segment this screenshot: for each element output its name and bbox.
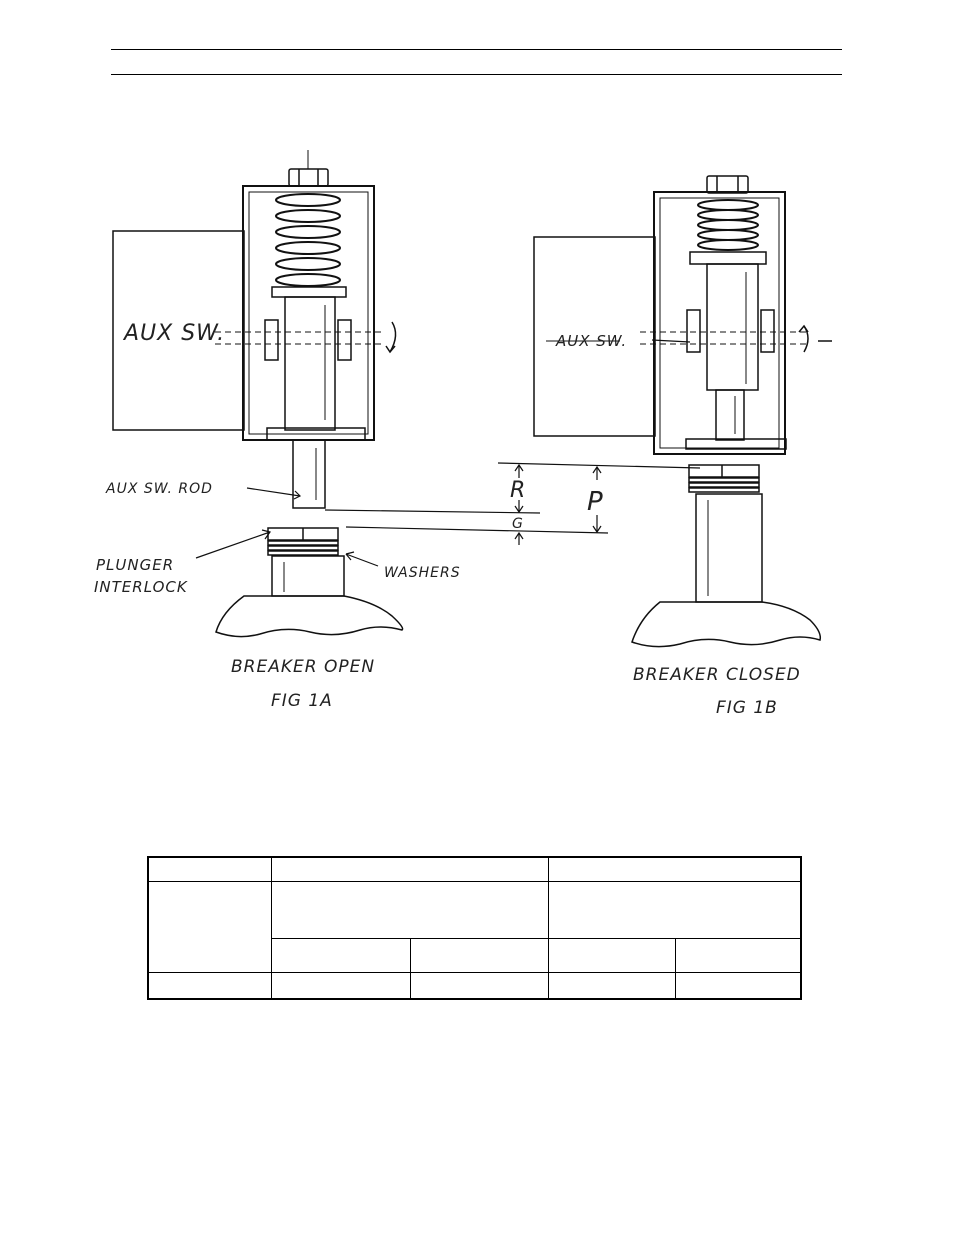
caption-1b-line1: BREAKER CLOSED <box>633 665 801 685</box>
table-cell <box>147 971 272 1000</box>
dimension-g-label: G <box>512 516 524 532</box>
table-cell <box>547 937 676 973</box>
washers-label: WASHERS <box>384 565 461 581</box>
table-cell <box>270 937 411 973</box>
fig-1b-aux-switch-left <box>686 309 701 353</box>
dimension-p-label: P <box>587 487 604 517</box>
fig-1b-top-nut <box>706 175 749 194</box>
dimension-lines <box>324 462 701 545</box>
table-row <box>147 971 802 1000</box>
fig-1a-housing <box>242 185 375 441</box>
fig-1a-top-nut <box>288 168 329 187</box>
fig-1a-aux-switch-right <box>337 319 352 361</box>
table-cell <box>547 880 802 939</box>
table-cell <box>147 880 272 973</box>
header-rule-bottom <box>111 74 842 75</box>
table-cell <box>270 971 411 1000</box>
caption-1a-line2: FIG 1A <box>271 691 333 711</box>
fig-1b-housing <box>653 191 786 455</box>
fig-1b-base <box>631 601 822 648</box>
fig-1b-plunger <box>706 263 759 391</box>
caption-1a-line1: BREAKER OPEN <box>231 657 375 677</box>
fig-1a-base <box>215 595 404 638</box>
fig-1b-assembly <box>533 175 832 648</box>
aux-sw-label-1a: AUX SW. <box>122 321 225 346</box>
dimension-r-label: R <box>510 478 526 503</box>
table-cell <box>409 937 549 973</box>
table-cell <box>547 856 802 882</box>
caption-1b-line2: FIG 1B <box>716 698 778 718</box>
fig-1a-aux-sw-rod <box>292 439 326 509</box>
table-row <box>147 856 802 882</box>
table-cell <box>270 856 549 882</box>
plunger-interlock-label-line1: PLUNGER <box>96 556 174 574</box>
table-cell <box>270 880 549 939</box>
table-cell <box>674 937 802 973</box>
fig-1b-plunger-interlock <box>688 464 760 478</box>
fig-1a-spring <box>275 193 341 287</box>
fig-1b-spring <box>697 199 759 251</box>
table-cell <box>409 971 549 1000</box>
spec-table <box>147 856 802 1000</box>
fig-1a-assembly <box>112 150 404 638</box>
aux-sw-label-1b: AUX SW. <box>555 332 627 350</box>
fig-1a-plunger <box>284 296 336 431</box>
aux-sw-rod-label: AUX SW. ROD <box>105 481 213 497</box>
fig-1b-aux-switch-right <box>760 309 775 353</box>
table-row <box>147 880 802 973</box>
fig-1a-aux-switch-left <box>264 319 279 361</box>
table-cell <box>547 971 676 1000</box>
table-cell <box>147 856 272 882</box>
header-rule-top <box>111 49 842 50</box>
table-cell <box>674 971 802 1000</box>
breaker-diagram: AUX SW. AUX SW. AUX SW. ROD PLUNGER INTE… <box>94 150 832 718</box>
plunger-interlock-label-line2: INTERLOCK <box>94 578 188 596</box>
